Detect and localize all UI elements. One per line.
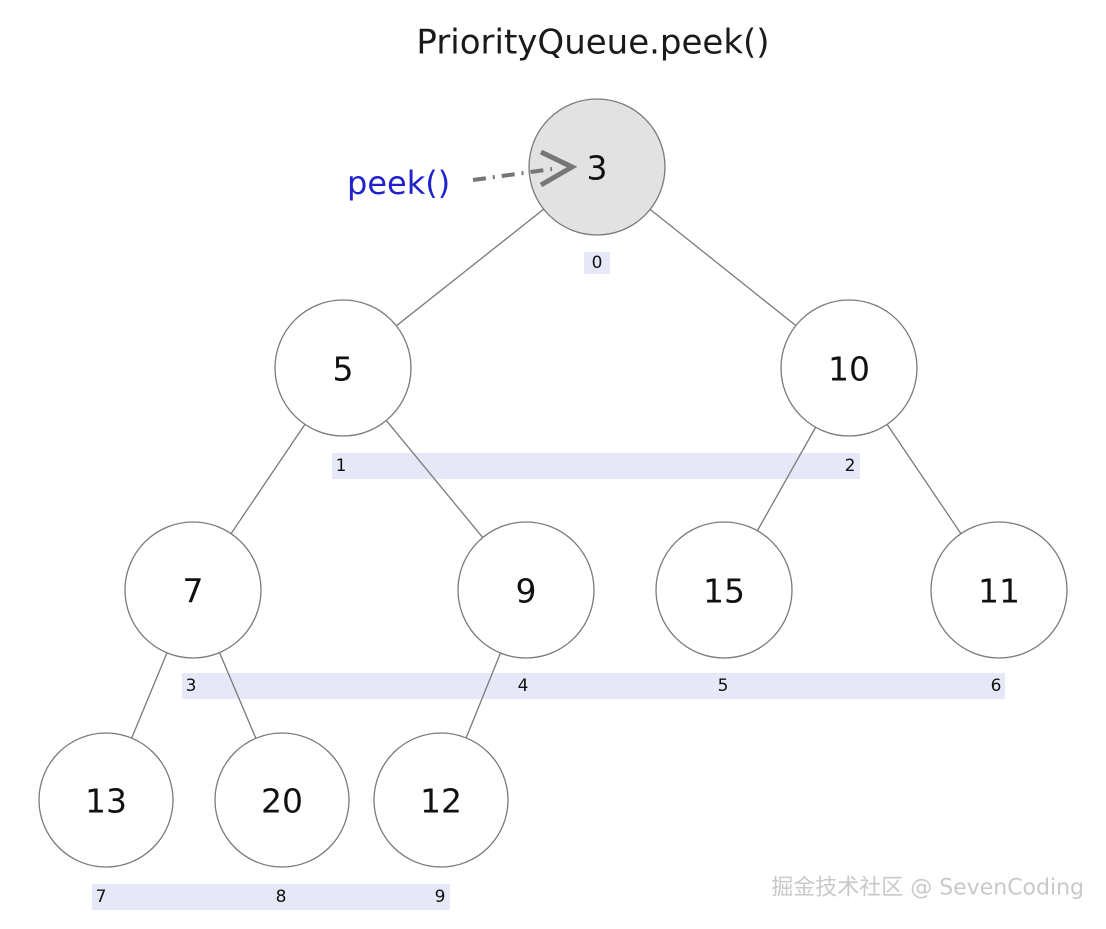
node-value-label: 11 — [978, 572, 1020, 611]
tree-node[interactable]: 15 — [655, 521, 793, 659]
node-index-label: 3 — [186, 676, 197, 696]
page-title: PriorityQueue.peek() — [416, 23, 769, 63]
node-index-label: 0 — [592, 253, 603, 273]
node-circle[interactable] — [214, 732, 350, 868]
tree-node[interactable]: 13 — [38, 732, 174, 868]
index-bar-group — [92, 252, 1005, 910]
node-value-label: 5 — [333, 350, 354, 389]
node-index-label: 8 — [276, 887, 287, 907]
node-circle[interactable] — [930, 521, 1068, 659]
node-circle[interactable] — [655, 521, 793, 659]
node-circle[interactable] — [274, 299, 412, 437]
node-value-label: 7 — [183, 572, 204, 611]
node-circle-highlighted[interactable] — [528, 98, 666, 236]
arrow-right-icon — [539, 149, 578, 188]
tree-edge — [649, 208, 797, 327]
node-circle[interactable] — [373, 732, 509, 868]
node-index-label: 6 — [991, 676, 1002, 696]
node-circle[interactable] — [38, 732, 174, 868]
node-index-label: 2 — [845, 456, 856, 476]
index-bar — [92, 884, 450, 910]
node-value-label: 9 — [516, 572, 537, 611]
node-value-label: 10 — [828, 350, 870, 389]
tree-edge — [385, 420, 484, 538]
index-bar — [332, 453, 860, 479]
peek-annotation: peek() — [347, 149, 578, 202]
tree-node[interactable]: 11 — [930, 521, 1068, 659]
node-index-label: 7 — [96, 887, 107, 907]
tree-node[interactable]: 10 — [780, 299, 918, 437]
node-value-label: 12 — [420, 782, 462, 821]
tree-node[interactable]: 9 — [457, 521, 595, 659]
node-value-label: 15 — [703, 572, 745, 611]
tree-edge — [756, 426, 817, 532]
node-circle[interactable] — [124, 521, 262, 659]
node-circle[interactable] — [780, 299, 918, 437]
node-circle[interactable] — [457, 521, 595, 659]
tree-edge — [395, 208, 545, 327]
tree-node[interactable]: 20 — [214, 732, 350, 868]
peek-label: peek() — [347, 164, 450, 202]
node-value-label: 20 — [261, 782, 303, 821]
tree-node[interactable]: 5 — [274, 299, 412, 437]
node-index-label: 5 — [718, 676, 729, 696]
tree-edge — [131, 652, 168, 739]
watermark: 掘金技术社区 @ SevenCoding — [771, 876, 1084, 901]
peek-arrow-line — [472, 167, 553, 182]
tree-node[interactable]: 3 — [528, 98, 666, 236]
node-value-label: 3 — [587, 149, 608, 188]
tree-node[interactable]: 7 — [124, 521, 262, 659]
node-index-label: 4 — [518, 676, 529, 696]
index-bar — [182, 673, 1005, 699]
tree-edge — [218, 652, 257, 739]
node-index-label: 9 — [435, 887, 446, 907]
tree-edge — [465, 652, 502, 739]
tree-edge — [230, 423, 306, 535]
node-index-label: 1 — [336, 456, 347, 476]
tree-node[interactable]: 12 — [373, 732, 509, 868]
node-value-label: 13 — [85, 782, 127, 821]
tree-edge — [886, 423, 962, 535]
index-bar — [584, 252, 610, 274]
tree-edge-group — [131, 208, 962, 739]
